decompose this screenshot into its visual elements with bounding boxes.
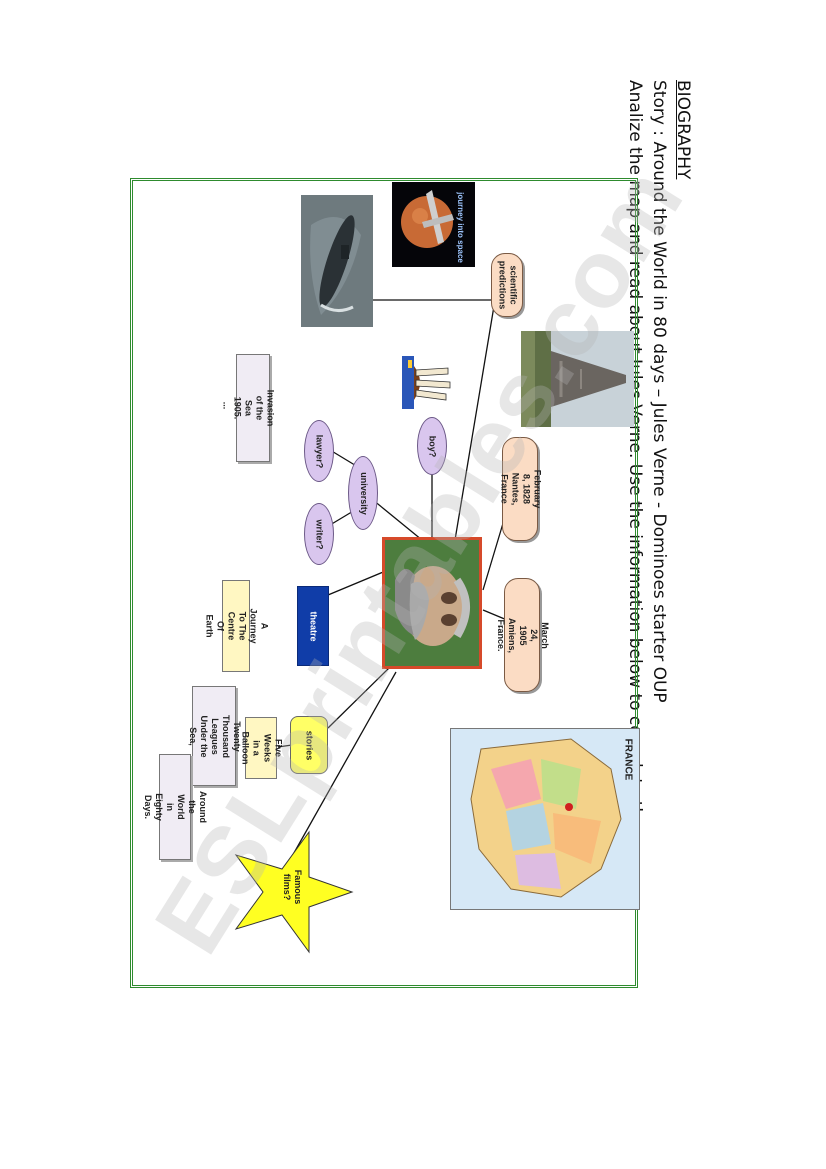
- node-birth-date: February 8, 1828 Nantes, France: [502, 437, 538, 541]
- node-five-weeks-balloon: Five Weeks in a Balloon: [245, 717, 277, 779]
- node-around-the-world: Around the World in Eighty Days.: [159, 754, 191, 860]
- jules-verne-portrait: [382, 537, 482, 669]
- line-photo-scientific: [455, 300, 495, 540]
- node-twenty-thousand-leagues: Twenty Thousand Leagues Under the Sea,: [192, 686, 236, 786]
- line-photo-theatre: [328, 570, 388, 595]
- death-ellipsis: ...: [494, 622, 508, 636]
- node-stories: stories: [290, 716, 328, 774]
- node-journey-centre-earth: A Journey To The Centre Of Earth: [222, 580, 250, 672]
- node-lawyer: lawyer?: [304, 420, 334, 482]
- space-journey-image: journey into space: [392, 182, 475, 267]
- invasion-ellipsis: ...: [216, 395, 236, 415]
- sailing-ship-image: [402, 356, 457, 409]
- node-university: university: [348, 456, 378, 530]
- node-boy: boy?: [417, 417, 447, 475]
- line-photo-university: [373, 500, 422, 540]
- france-map: FRANCE: [450, 728, 640, 910]
- node-theatre: theatre: [297, 586, 329, 666]
- eiffel-tower-photo: [521, 331, 634, 427]
- node-famous-films: Famous films?: [270, 862, 314, 912]
- node-death-date: March 24, 1905 Amiens, France.: [504, 578, 540, 692]
- node-invasion-of-the-sea: Invasion of the Sea 1905.: [236, 354, 270, 462]
- map-title: FRANCE: [623, 738, 634, 780]
- space-image-caption: journey into space: [455, 192, 466, 263]
- line-photo-stories: [328, 667, 390, 728]
- node-scientific-predictions: scientific predictions: [491, 253, 523, 317]
- node-writer: writer?: [304, 503, 334, 565]
- submarine-photo: [301, 195, 373, 327]
